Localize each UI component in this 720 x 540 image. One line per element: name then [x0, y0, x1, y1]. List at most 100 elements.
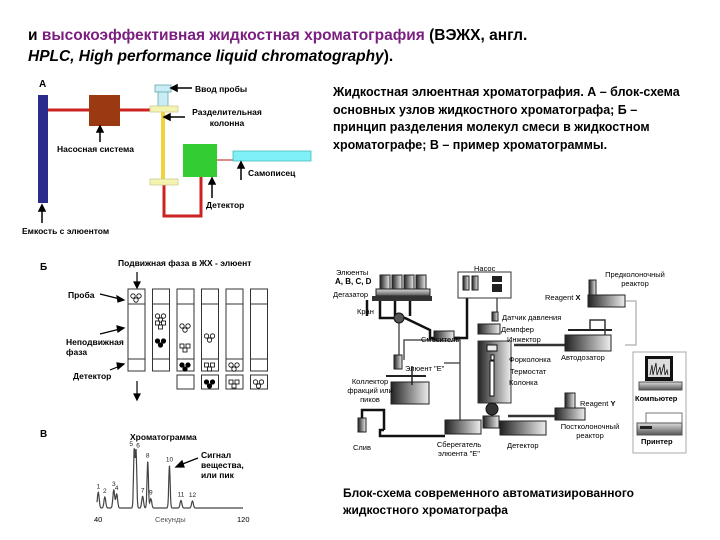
caption-bottom: Блок-схема современного автоматизированн… [343, 486, 634, 517]
particle-open [228, 362, 234, 368]
peak-label: 7 [141, 487, 145, 494]
arrow-sample [99, 293, 121, 300]
particle-open [185, 323, 191, 329]
label-pump: Насос [474, 264, 496, 273]
separation-column [161, 112, 165, 179]
particle-square [182, 347, 188, 353]
mixer [433, 330, 455, 342]
particle-filled [160, 338, 167, 344]
detector-unit [499, 420, 547, 436]
particle-filled [209, 379, 216, 385]
particle-square [185, 343, 191, 349]
particle-open [203, 333, 210, 339]
peak-label: 1 [96, 483, 100, 490]
arrow-stationary [99, 328, 121, 335]
label-thermostat: Термостат [510, 367, 547, 376]
label-stationary-phase: Неподвижная фаза [66, 337, 124, 357]
label-eluent-saver: Сберегатель элюента "E" [436, 440, 482, 458]
particle-square [161, 320, 166, 326]
tube-drain [378, 428, 445, 438]
tube-column-detector [162, 177, 203, 218]
detector-block [183, 144, 217, 177]
particle-filled [157, 342, 164, 348]
particle-filled [203, 379, 210, 385]
title-line-2: HPLC, High performance liquid chromatogr… [28, 46, 527, 67]
particle-filled [182, 366, 188, 372]
label-column: Колонка [509, 378, 538, 387]
particle-filled [185, 362, 191, 368]
panel-b-diagram [99, 272, 268, 402]
particle-open [130, 293, 136, 299]
peak-label: 3 [112, 481, 116, 488]
label-drain: Слив [353, 443, 371, 452]
drain-bottle [357, 417, 367, 433]
reagent-y-letter: Y [610, 399, 616, 408]
pump-ball [485, 402, 499, 416]
title-suffix: (ВЭЖХ, англ. [424, 27, 528, 44]
eluent-saver [444, 419, 482, 435]
particle-square [210, 362, 215, 368]
columns-group [127, 288, 268, 390]
label-pump-system: Насосная система [57, 144, 134, 154]
particle-open [179, 323, 185, 329]
label-degasser: Дегазатор [333, 290, 369, 299]
label-reagent-x: Reagent X [545, 293, 580, 302]
particle-square [155, 320, 160, 326]
label-detector-a: Детектор [206, 200, 245, 210]
peak-label: 6 [136, 443, 140, 450]
particle-open [136, 293, 142, 299]
particle-filled [154, 338, 161, 344]
label-eluents-abcd: A, B, C, D [335, 277, 372, 286]
particle-open [160, 313, 167, 319]
peak-label: 11 [178, 491, 185, 498]
label-precolumn: Форколонка [509, 355, 551, 364]
particle-square [228, 379, 234, 385]
particle-square [207, 366, 212, 372]
reagent-x-letter: X [575, 293, 581, 302]
x-axis-label: Секунды [155, 515, 186, 524]
reagent-y-bottle [564, 392, 576, 409]
computer-base [638, 381, 683, 391]
particle-open [154, 313, 161, 319]
collection-vessel [225, 374, 244, 390]
panel-a-diagram [37, 83, 312, 223]
particle-square [204, 362, 209, 368]
label-detector-schematic: Детектор [507, 441, 539, 450]
reagent-y-prefix: Reagent [580, 399, 611, 408]
x-min-label: 40 [94, 515, 103, 524]
page-title: и высокоэффективная жидкостная хроматогр… [28, 25, 527, 67]
caption-right: Жидкостная элюентная хроматография. А – … [333, 85, 680, 152]
pump-block [89, 95, 120, 126]
label-precolumn-reactor: Предколоночный реактор [605, 270, 665, 288]
particle-open [258, 379, 265, 385]
label-autosampler: Автодозатор [561, 353, 605, 362]
autosampler [564, 334, 612, 352]
panel-c-letter: В [40, 429, 48, 440]
label-recorder: Самописец [248, 168, 296, 178]
hplc-schematic [357, 271, 687, 454]
postcolumn-reactor [554, 407, 586, 421]
panel-a-letter: А [39, 79, 47, 90]
valve [393, 312, 405, 324]
title-english: HPLC, High performance liquid chromatogr… [28, 48, 384, 65]
pressure-sensor [491, 311, 499, 322]
chromatogram-title: Хроматограмма [130, 432, 197, 442]
separation-column-1 [127, 288, 146, 372]
particle-square [158, 324, 163, 330]
particle-open [209, 333, 216, 339]
label-detector-b: Детектор [73, 371, 112, 381]
label-pressure-sensor: Датчик давления [502, 313, 562, 322]
title-line-1: и высокоэффективная жидкостная хроматогр… [28, 25, 527, 46]
eluent-e-bottle [393, 354, 403, 370]
particle-filled [206, 383, 213, 389]
particle-square [231, 383, 237, 389]
label-fraction-collector: Коллектор фракций или пиков [347, 377, 393, 404]
fraction-collector [390, 381, 430, 405]
label-separation-column: Разделительная колонна [192, 107, 262, 128]
panel-b-letter: Б [40, 262, 48, 273]
particles-group [130, 293, 265, 389]
label-postcolumn-reactor: Постколоночный реактор [560, 422, 620, 440]
degasser-base [372, 296, 432, 301]
